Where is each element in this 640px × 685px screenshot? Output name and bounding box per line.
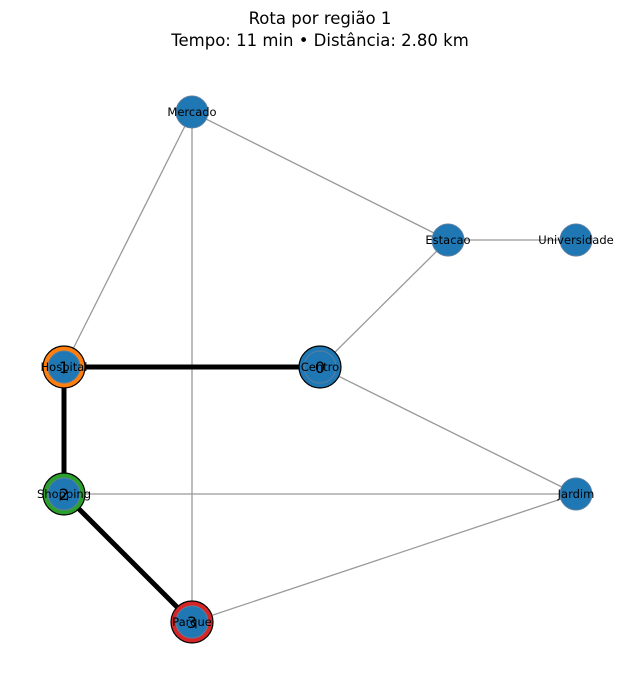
stop-numbers-layer: 0 1 2 3 (59, 358, 325, 632)
node-estacao[interactable] (431, 223, 465, 257)
route-segment-shopping-parque (62, 492, 194, 624)
edge-mercado-estacao (191, 111, 449, 241)
node-mercado[interactable] (175, 95, 209, 129)
node-universidade[interactable] (559, 223, 593, 257)
route-stop-number: 2 (59, 485, 69, 504)
route-stop-number: 1 (59, 358, 69, 377)
node-label-jardim: Jardim (557, 487, 595, 501)
node-centro[interactable] (303, 350, 337, 384)
edge-centro-jardim (319, 366, 577, 495)
node-parque[interactable] (175, 605, 209, 639)
diagram-subtitle: Tempo: 11 min • Distância: 2.80 km (171, 31, 469, 50)
diagram-title: Rota por região 1 (248, 9, 392, 28)
node-shopping[interactable] (47, 477, 81, 511)
node-label-parque: Parque (172, 615, 212, 629)
edge-estacao-centro (319, 239, 449, 368)
node-label-estacao: Estacao (425, 233, 470, 247)
node-label-shopping: Shopping (37, 487, 91, 501)
route-stop-number: 0 (315, 358, 325, 377)
node-label-universidade: Universidade (538, 233, 613, 247)
node-label-centro: Centro (301, 360, 339, 374)
route-stop-number: 3 (187, 613, 197, 632)
edge-mercado-hospital (63, 111, 193, 368)
node-jardim[interactable] (559, 477, 593, 511)
nodes-layer (47, 95, 593, 639)
edge-parque-jardim (191, 493, 577, 623)
node-label-hospital: Hospital (41, 360, 88, 374)
node-hospital[interactable] (47, 350, 81, 384)
node-label-mercado: Mercado (167, 105, 216, 119)
